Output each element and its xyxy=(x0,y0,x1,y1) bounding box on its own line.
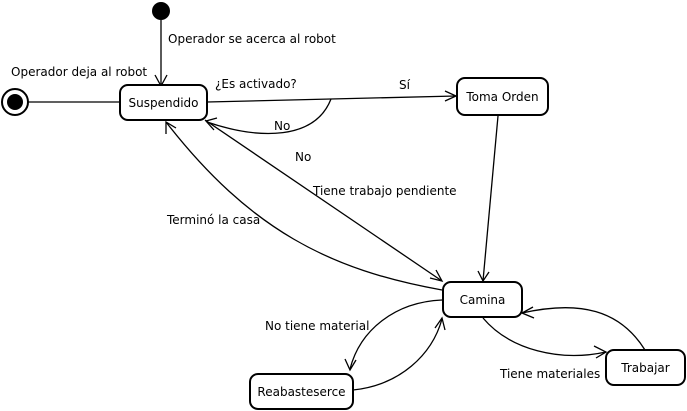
transition-trabajar-to-camina xyxy=(520,306,646,351)
label-yes: Sí xyxy=(399,78,411,92)
transition-camina-to-suspendido xyxy=(165,120,443,291)
state-reabasteserce: Reabasteserce xyxy=(249,373,354,410)
transition-toma-orden-to-camina xyxy=(477,115,499,283)
label-has-materials: Tiene materiales xyxy=(499,367,600,381)
state-toma-orden: Toma Orden xyxy=(456,77,549,116)
transition-suspendido-to-camina xyxy=(204,119,444,282)
label-no-to-camina: No xyxy=(295,150,311,164)
label-self-loop-no: No xyxy=(274,119,290,133)
initial-state-node xyxy=(152,2,170,20)
label-suspendido-to-end: Operador deja al robot xyxy=(11,65,147,79)
state-trabajar-label: Trabajar xyxy=(620,361,670,375)
state-camina: Camina xyxy=(442,281,523,318)
final-state-node xyxy=(1,88,29,116)
label-no-material: No tiene material xyxy=(265,319,369,333)
transition-suspendido-to-toma-orden xyxy=(206,90,458,103)
state-trabajar: Trabajar xyxy=(605,349,686,386)
transition-self-loop-no xyxy=(204,98,332,135)
state-camina-label: Camina xyxy=(460,293,506,307)
transition-camina-to-reabasteserce xyxy=(344,299,443,372)
label-start-to-suspendido: Operador se acerca al robot xyxy=(168,32,336,46)
label-pending-work: Tiene trabajo pendiente xyxy=(312,184,457,198)
state-suspendido: Suspendido xyxy=(119,84,208,121)
transition-camina-to-trabajar xyxy=(482,317,608,359)
state-reabasteserce-label: Reabasteserce xyxy=(257,385,345,399)
label-finished-house: Terminó la casa xyxy=(166,213,260,227)
label-activated-question: ¿Es activado? xyxy=(215,77,297,91)
state-toma-orden-label: Toma Orden xyxy=(465,90,538,104)
transition-start-to-suspendido xyxy=(154,20,168,88)
transition-reabasteserce-to-camina xyxy=(352,316,446,391)
state-suspendido-label: Suspendido xyxy=(129,96,199,110)
